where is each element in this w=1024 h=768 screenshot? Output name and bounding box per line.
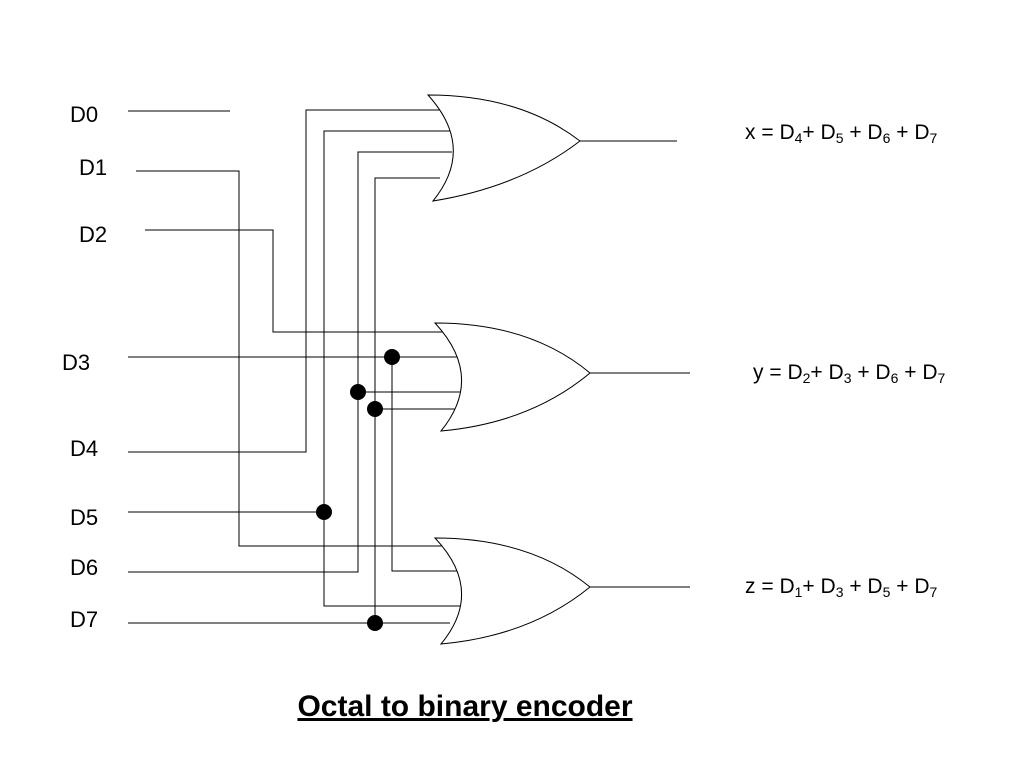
eq-y-sub2: 3 [843, 370, 852, 386]
eq-z-sub4: 7 [929, 584, 938, 600]
wire-d7-bus [374, 177, 440, 623]
wire-d1 [136, 170, 460, 547]
eq-x-var1: D [779, 121, 795, 144]
equation-x: x = D4+ D5 + D6 + D7 [745, 121, 937, 145]
wire-d5-bus [323, 130, 462, 607]
eq-z-sub1: 1 [794, 584, 803, 600]
eq-y-plus1: + [810, 361, 829, 384]
eq-z-equals: = [755, 575, 780, 598]
eq-y-sub1: 2 [802, 370, 811, 386]
input-label-d7: D7 [70, 607, 99, 632]
eq-y-equals: = [763, 361, 788, 384]
eq-x-plus1: + [802, 121, 821, 144]
eq-y-var2: D [828, 361, 844, 384]
eq-x-name: x [745, 121, 756, 144]
eq-y-var3: D [875, 361, 891, 384]
eq-x-var2: D [820, 121, 836, 144]
input-label-d4: D4 [70, 436, 99, 461]
eq-z-var4: D [914, 575, 930, 598]
wire-d4 [128, 109, 448, 453]
junction-d6-y [350, 384, 366, 400]
eq-z-plus1: + [802, 575, 821, 598]
eq-y-sub3: 6 [890, 370, 899, 386]
wire-d6 [128, 151, 452, 573]
eq-x-sub4: 7 [929, 130, 938, 146]
eq-x-plus2: + [843, 121, 868, 144]
eq-z-sub3: 5 [882, 584, 891, 600]
junction-d7-y [367, 401, 383, 417]
wire-d2 [145, 229, 455, 333]
input-label-d2: D2 [79, 222, 108, 247]
eq-z-var3: D [867, 575, 883, 598]
input-label-d0: D0 [70, 102, 99, 127]
eq-z-var2: D [820, 575, 836, 598]
input-label-d3: D3 [62, 350, 91, 375]
eq-z-sub2: 3 [835, 584, 844, 600]
eq-y-plus2: + [851, 361, 876, 384]
or-gate-z [433, 537, 591, 645]
eq-x-equals: = [755, 121, 780, 144]
eq-x-sub1: 4 [794, 130, 803, 146]
eq-x-plus3: + [890, 121, 915, 144]
eq-z-plus2: + [843, 575, 868, 598]
eq-x-var3: D [867, 121, 883, 144]
equation-z: z = D1+ D3 + D5 + D7 [745, 575, 937, 599]
input-label-d5: D5 [70, 505, 99, 530]
input-label-d1: D1 [79, 155, 108, 180]
eq-y-sub4: 7 [937, 370, 946, 386]
eq-x-var4: D [914, 121, 930, 144]
eq-y-var4: D [922, 361, 938, 384]
wire-d3-bus [391, 357, 462, 572]
eq-z-plus3: + [890, 575, 915, 598]
equation-y: y = D2+ D3 + D6 + D7 [753, 361, 945, 385]
eq-x-sub2: 5 [835, 130, 844, 146]
eq-z-var1: D [779, 575, 795, 598]
eq-y-name: y [753, 361, 764, 384]
junction-d3 [384, 349, 400, 365]
eq-y-var1: D [787, 361, 803, 384]
eq-y-plus3: + [898, 361, 923, 384]
diagram-title: Octal to binary encoder [297, 690, 633, 723]
or-gate-y [433, 322, 591, 432]
junction-d5 [316, 504, 332, 520]
eq-x-sub3: 6 [882, 130, 891, 146]
input-label-d6: D6 [70, 555, 99, 580]
eq-z-name: z [745, 575, 756, 598]
junction-d7 [367, 615, 383, 631]
or-gate-x [426, 94, 581, 202]
